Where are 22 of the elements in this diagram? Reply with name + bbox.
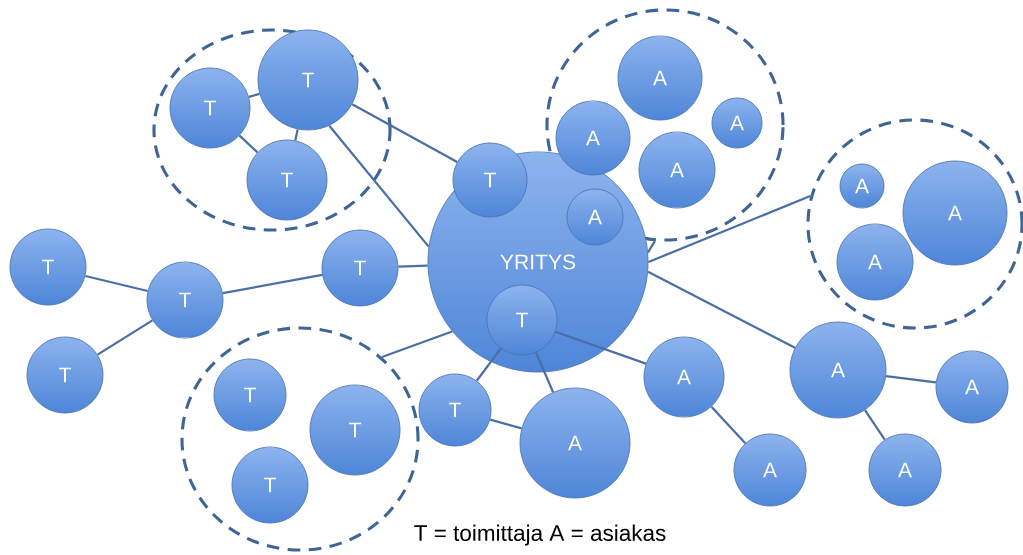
dashed-group-outline bbox=[806, 118, 1023, 330]
connector-line bbox=[710, 405, 747, 445]
connector-line bbox=[85, 274, 148, 293]
connector-line bbox=[864, 409, 886, 441]
connector-line bbox=[885, 375, 936, 384]
connector-line bbox=[351, 103, 458, 163]
connector-line bbox=[294, 129, 299, 141]
connector-line bbox=[238, 134, 259, 154]
connector-line bbox=[328, 125, 430, 248]
connector-line bbox=[647, 240, 656, 253]
connector-line bbox=[555, 330, 647, 365]
key-text: T = toimittaja A = asiakas bbox=[414, 524, 666, 546]
connector-line bbox=[475, 347, 502, 382]
dashed-group-outline bbox=[152, 28, 392, 232]
connector-line bbox=[248, 92, 260, 98]
connector-line bbox=[489, 418, 522, 430]
connector-line bbox=[648, 194, 811, 264]
connector-line bbox=[97, 319, 153, 356]
connector-line bbox=[381, 330, 453, 359]
connector-line bbox=[398, 264, 428, 268]
connector-line bbox=[222, 273, 323, 295]
connector-line bbox=[647, 270, 796, 349]
